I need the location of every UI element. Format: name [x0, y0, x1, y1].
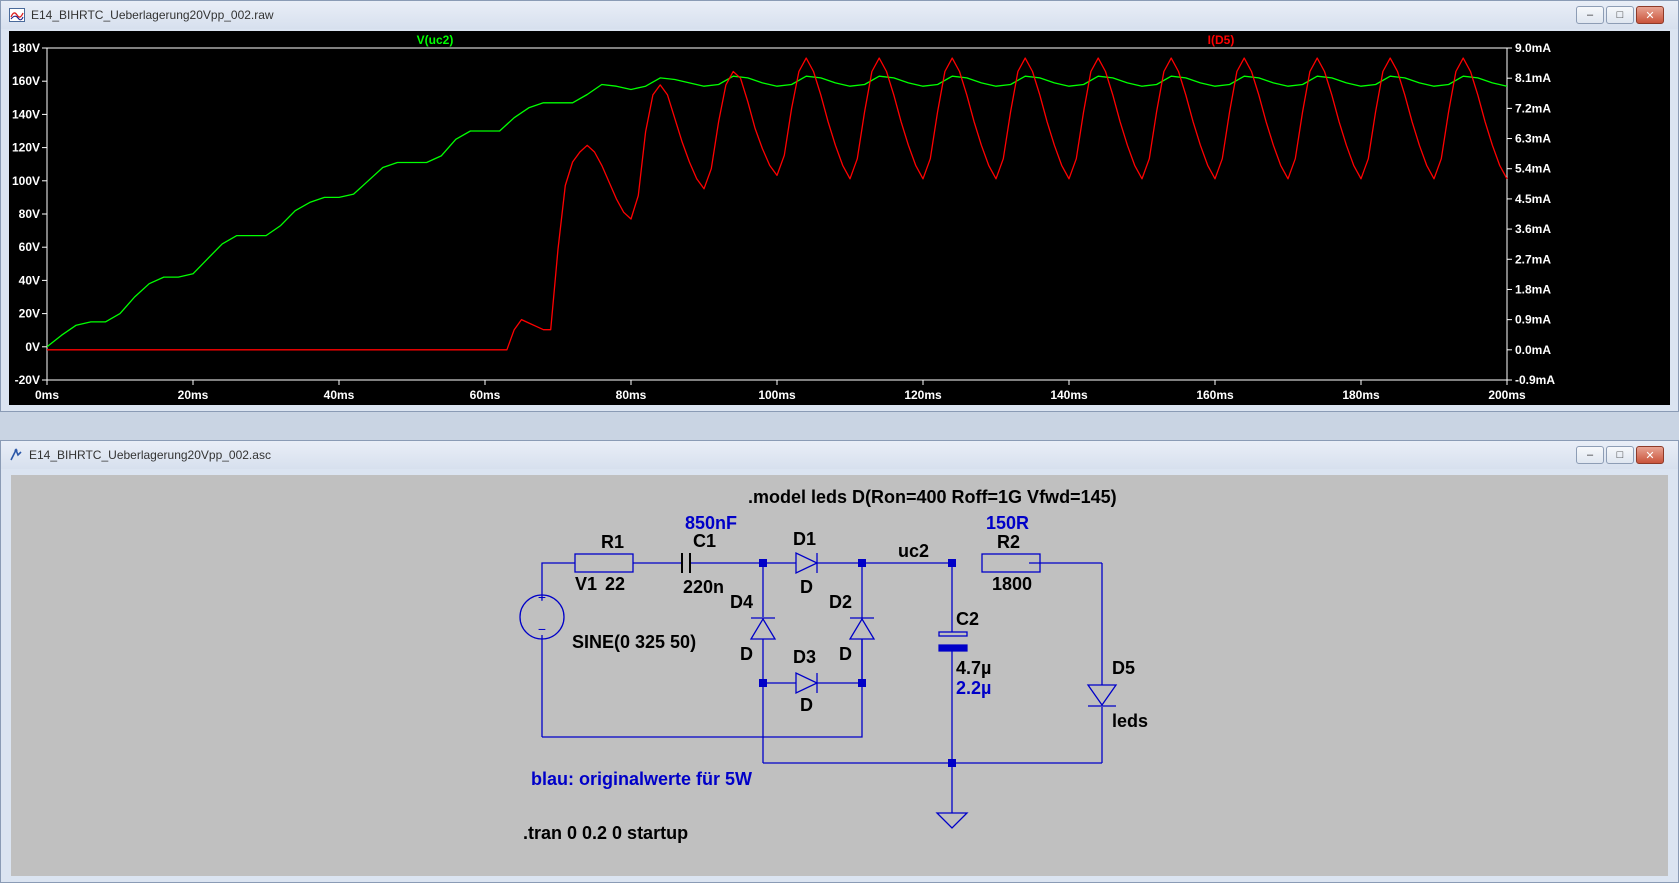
model-directive[interactable]: .model leds D(Ron=400 Roff=1G Vfwd=145) — [748, 487, 1117, 507]
svg-text:−: − — [538, 621, 546, 637]
x-tick-label: 0ms — [35, 388, 59, 402]
waveform-titlebar[interactable]: E14_BIHRTC_Ueberlagerung20Vpp_002.raw – … — [1, 1, 1678, 29]
r2-original-value[interactable]: 150R — [986, 513, 1029, 533]
d2-model[interactable]: D — [839, 644, 852, 664]
r1-resistor[interactable] — [574, 553, 634, 573]
y-right-tick-label: 0.9mA — [1515, 313, 1551, 327]
maximize-button[interactable]: □ — [1606, 446, 1634, 464]
y-left-tick-label: 0V — [25, 340, 40, 354]
y-left-tick-label: 140V — [12, 107, 40, 121]
d5-name[interactable]: D5 — [1112, 658, 1135, 678]
junction-dots — [759, 559, 956, 767]
r2-resistor[interactable] — [981, 553, 1041, 573]
waveform-window-title: E14_BIHRTC_Ueberlagerung20Vpp_002.raw — [31, 8, 274, 22]
y-right-tick-label: 8.1mA — [1515, 71, 1551, 85]
d5-diode[interactable] — [1086, 684, 1118, 707]
ground-symbol[interactable] — [935, 812, 969, 829]
d2-name[interactable]: D2 — [829, 592, 852, 612]
y-right-tick-label: 9.0mA — [1515, 41, 1551, 55]
d3-model[interactable]: D — [800, 695, 813, 715]
y-right-tick-label: 7.2mA — [1515, 101, 1551, 115]
d2-diode[interactable] — [848, 617, 876, 640]
y-left-tick-label: 180V — [12, 41, 40, 55]
schematic-canvas[interactable]: + − — [11, 475, 1668, 876]
x-tick-label: 120ms — [904, 388, 942, 402]
x-tick-label: 140ms — [1050, 388, 1088, 402]
x-tick-label: 40ms — [324, 388, 355, 402]
series-line-i-d5[interactable] — [47, 57, 1508, 351]
close-button[interactable]: ✕ — [1636, 6, 1664, 24]
y-right-tick-label: 4.5mA — [1515, 192, 1551, 206]
series-label-i-d5[interactable]: I(D5) — [1208, 33, 1235, 47]
x-tick-label: 60ms — [470, 388, 501, 402]
schematic-app-icon — [9, 448, 23, 462]
c2-capacitor[interactable] — [938, 631, 968, 652]
schematic-drawing[interactable]: + − — [11, 475, 1668, 876]
c2-value[interactable]: 4.7µ — [956, 658, 991, 678]
y-right-tick-label: 6.3mA — [1515, 132, 1551, 146]
series-label-v-uc2[interactable]: V(uc2) — [417, 33, 454, 47]
d5-model[interactable]: leds — [1112, 711, 1148, 731]
y-left-tick-label: 100V — [12, 174, 40, 188]
schematic-window-title: E14_BIHRTC_Ueberlagerung20Vpp_002.asc — [29, 448, 271, 462]
maximize-button[interactable]: □ — [1606, 6, 1634, 24]
y-left-tick-label: 120V — [12, 141, 40, 155]
y-right-tick-label: 1.8mA — [1515, 282, 1551, 296]
tran-directive[interactable]: .tran 0 0.2 0 startup — [523, 823, 688, 843]
waveform-window: E14_BIHRTC_Ueberlagerung20Vpp_002.raw – … — [0, 0, 1679, 412]
r1-value[interactable]: 22 — [605, 574, 625, 594]
wires[interactable] — [541, 562, 1103, 813]
y-right-tick-label: 5.4mA — [1515, 162, 1551, 176]
waveform-plot-area[interactable]: 0ms 20ms 40ms 60ms 80ms 100ms 120ms 140ms 160ms 1… — [9, 31, 1670, 405]
r2-name[interactable]: R2 — [997, 532, 1020, 552]
y-left-tick-label: 40V — [19, 273, 40, 287]
net-label-uc2[interactable]: uc2 — [898, 541, 929, 561]
y-right-tick-label: 0.0mA — [1515, 343, 1551, 357]
y-left-tick-label: 20V — [19, 307, 40, 321]
c1-original-value[interactable]: 850nF — [685, 513, 737, 533]
waveform-chart[interactable]: 0ms 20ms 40ms 60ms 80ms 100ms 120ms 140ms 160ms 1… — [9, 31, 1670, 405]
y-right-tick-label: 2.7mA — [1515, 252, 1551, 266]
y-left-tick-label: 60V — [19, 240, 40, 254]
d4-model[interactable]: D — [740, 644, 753, 664]
v1-value[interactable]: SINE(0 325 50) — [572, 632, 696, 652]
x-tick-label: 160ms — [1196, 388, 1234, 402]
y-right-tick-label: 3.6mA — [1515, 222, 1551, 236]
v1-name[interactable]: V1 — [575, 574, 597, 594]
x-tick-label: 100ms — [758, 388, 796, 402]
x-tick-label: 200ms — [1488, 388, 1526, 402]
d4-name[interactable]: D4 — [730, 592, 753, 612]
r1-name[interactable]: R1 — [601, 532, 624, 552]
c1-name[interactable]: C1 — [693, 531, 716, 551]
series-line-v-uc2[interactable] — [46, 75, 1508, 348]
schematic-titlebar[interactable]: E14_BIHRTC_Ueberlagerung20Vpp_002.asc – … — [1, 441, 1678, 469]
waveform-app-icon — [9, 8, 25, 22]
y-left-tick-label: 80V — [19, 207, 40, 221]
d3-name[interactable]: D3 — [793, 647, 816, 667]
y-left-tick-label: -20V — [15, 373, 40, 387]
d1-model[interactable]: D — [800, 577, 813, 597]
schematic-window: E14_BIHRTC_Ueberlagerung20Vpp_002.asc – … — [0, 440, 1679, 883]
minimize-button[interactable]: – — [1576, 6, 1604, 24]
minimize-button[interactable]: – — [1576, 446, 1604, 464]
v1-source[interactable]: + − — [519, 589, 565, 640]
x-tick-label: 20ms — [178, 388, 209, 402]
x-tick-label: 80ms — [616, 388, 647, 402]
c1-value[interactable]: 220n — [683, 577, 724, 597]
r2-value[interactable]: 1800 — [992, 574, 1032, 594]
y-left-tick-label: 160V — [12, 74, 40, 88]
d4-diode[interactable] — [749, 617, 777, 640]
original-values-comment[interactable]: blau: originalwerte für 5W — [531, 769, 752, 789]
c2-name[interactable]: C2 — [956, 609, 979, 629]
d1-name[interactable]: D1 — [793, 529, 816, 549]
close-button[interactable]: ✕ — [1636, 446, 1664, 464]
y-right-tick-label: -0.9mA — [1515, 373, 1555, 387]
c1-capacitor[interactable] — [681, 553, 691, 573]
d1-diode[interactable] — [795, 551, 819, 575]
d3-diode[interactable] — [795, 671, 819, 695]
svg-text:+: + — [538, 589, 546, 605]
c2-original-value[interactable]: 2.2µ — [956, 678, 991, 698]
x-tick-label: 180ms — [1342, 388, 1380, 402]
